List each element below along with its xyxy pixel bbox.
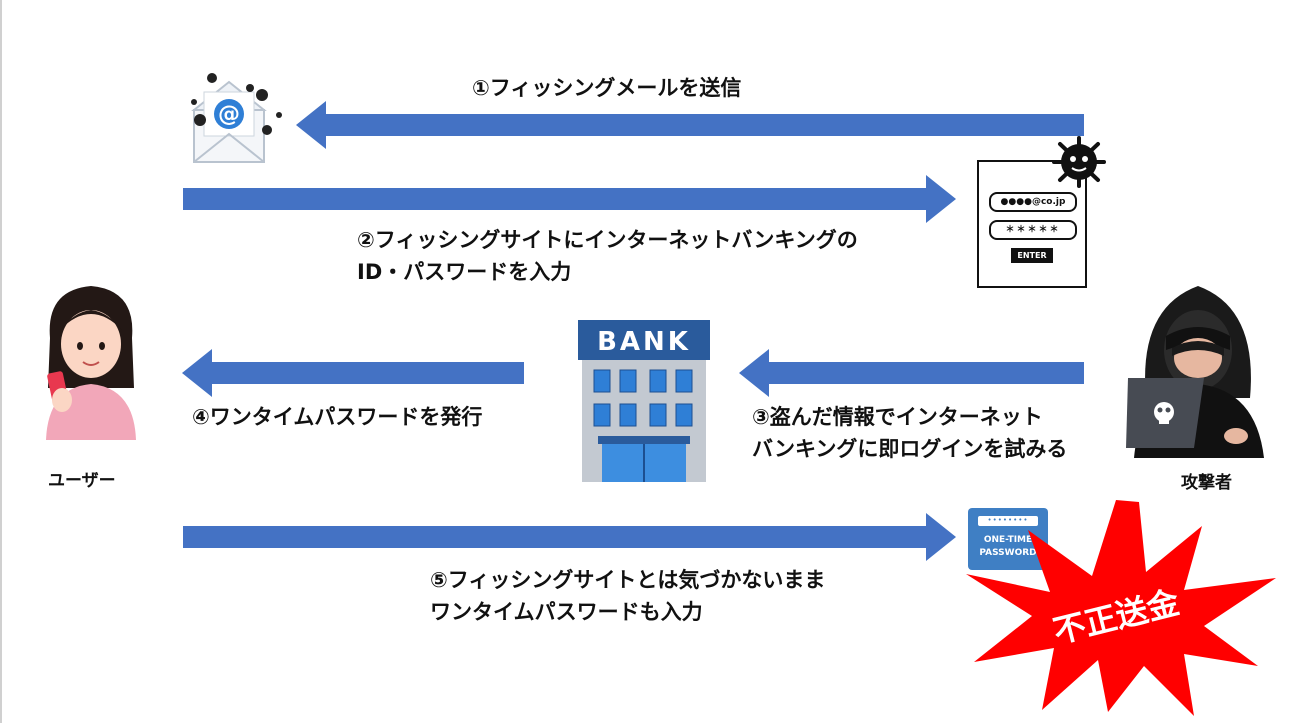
enter-button: ENTER <box>1011 248 1053 263</box>
arrow-step2-right <box>183 175 956 223</box>
svg-text:@: @ <box>218 102 240 127</box>
step3-label: ③盗んだ情報でインターネット バンキングに即ログインを試みる <box>752 405 1068 461</box>
password-field: ＊＊＊＊＊ <box>989 220 1077 240</box>
phishing-site-form: ●●●●@co.jp ＊＊＊＊＊ ENTER <box>977 160 1087 288</box>
step1-label: ①フィッシングメールを送信 <box>472 76 742 100</box>
attacker-label: 攻撃者 <box>1181 473 1232 493</box>
step5-label: ⑤フィッシングサイトとは気づかないまま ワンタイムパスワードも入力 <box>430 568 826 624</box>
step2-label: ②フィッシングサイトにインターネットバンキングの ID・パスワードを入力 <box>357 228 858 284</box>
email-field: ●●●●@co.jp <box>989 192 1077 212</box>
step4-label: ④ワンタイムパスワードを発行 <box>192 405 483 429</box>
fraud-transfer-burst: 不正送金 <box>966 500 1276 716</box>
user-label: ユーザー <box>48 471 116 491</box>
otp-card-label: ONE-TIME PASSWORD <box>979 535 1037 558</box>
arrow-step5-right <box>183 513 956 561</box>
otp-card: •••••••• ONE-TIME PASSWORD <box>968 508 1048 570</box>
arrow-step4-left <box>182 349 524 397</box>
phishing-email-icon: @ <box>191 73 282 163</box>
attacker-icon <box>1126 286 1264 458</box>
left-frame-border <box>0 0 2 723</box>
virus-icon <box>1052 136 1106 188</box>
arrow-step3-left <box>739 349 1084 397</box>
arrow-step1-left <box>296 101 1084 149</box>
bank-sign-text: BANK <box>597 327 691 357</box>
user-icon <box>46 286 136 440</box>
bank-icon: BANK <box>578 320 710 482</box>
otp-code-display: •••••••• <box>978 516 1038 526</box>
